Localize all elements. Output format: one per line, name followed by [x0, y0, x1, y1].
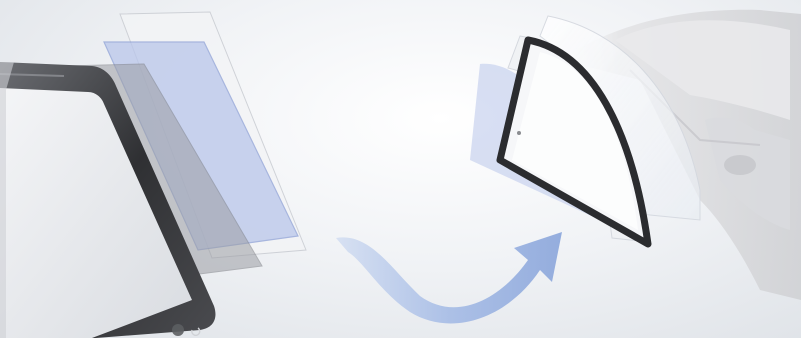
phone-home-button-icon [172, 324, 184, 336]
window-mount-dot-icon [517, 131, 521, 135]
transfer-arrow [336, 232, 562, 323]
curved-arrow-icon [336, 232, 562, 323]
